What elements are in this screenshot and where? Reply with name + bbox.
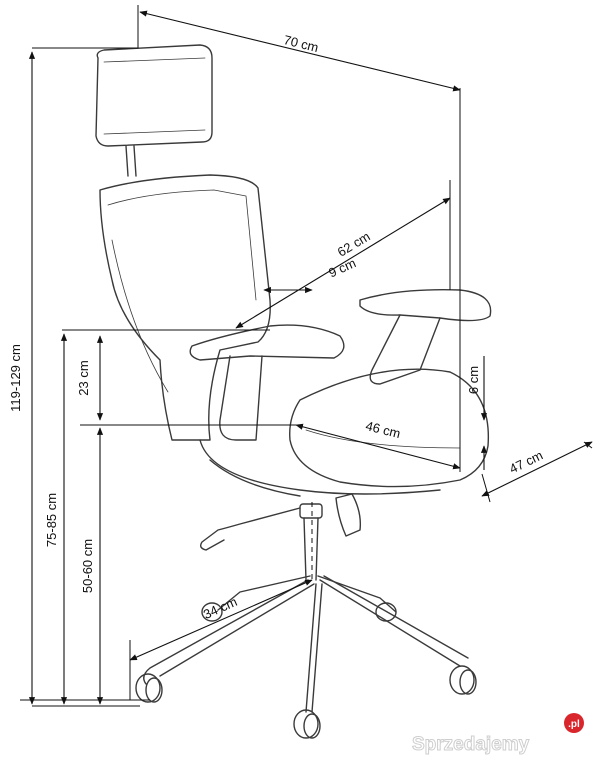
watermark: Sprzedajemy .pl (412, 713, 584, 756)
gas-lift (199, 493, 362, 581)
dimension-labels: 70 cm 62 cm 9 cm 46 cm 47 cm 23 cm 6 cm … (8, 32, 545, 622)
dim-line-base-radius (129, 579, 313, 661)
dimension-lines (28, 10, 593, 705)
dim-line-back-width (235, 197, 451, 329)
star-base (143, 575, 469, 713)
label-seat-height: 50-60 cm (80, 539, 95, 593)
headrest-support (125, 145, 137, 177)
dim-line-total-width (139, 10, 461, 92)
label-total-height: 119-129 cm (8, 344, 23, 412)
watermark-text: Sprzedajemy (412, 734, 530, 755)
label-seat-thickness: 6 cm (466, 366, 481, 394)
extension-lines (20, 5, 593, 707)
caster-wheels (135, 602, 477, 739)
label-seat-depth: 46 cm (364, 418, 402, 441)
label-armrest-height: 75-85 cm (44, 493, 59, 547)
label-armrest-width: 9 cm (326, 255, 358, 280)
label-armrest-above-seat: 23 cm (76, 360, 91, 395)
watermark-suffix: .pl (568, 719, 580, 730)
label-back-width: 62 cm (335, 229, 373, 260)
watermark-badge (564, 713, 584, 733)
dim-line-seat-depth (295, 423, 461, 470)
seat-shell (199, 439, 441, 497)
armrest-left (189, 324, 345, 441)
dim-line-seat-width (481, 441, 593, 497)
backrest (99, 174, 271, 441)
chair-illustration (95, 44, 492, 739)
headrest (95, 44, 213, 147)
label-seat-width: 47 cm (507, 447, 545, 476)
